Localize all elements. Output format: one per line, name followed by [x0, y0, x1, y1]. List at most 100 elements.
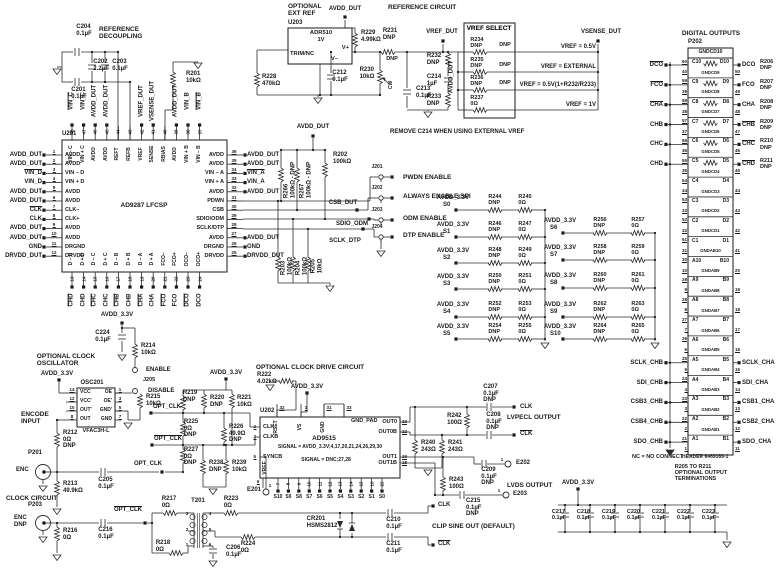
winding [189, 522, 196, 528]
net-pad [174, 123, 178, 127]
net-pad [150, 443, 154, 447]
header-cell: B3 [722, 396, 729, 403]
junction-dot [713, 530, 717, 534]
net-pad [737, 63, 741, 67]
part-C203: C203 0.1µF [112, 59, 128, 72]
part-R259: R259 0Ω [631, 244, 645, 257]
title-label: REFERENCE DECOUPLING [99, 26, 143, 41]
pin-number: 33 [231, 176, 237, 183]
part-C218: C218 0.1µF [576, 509, 592, 522]
diode [349, 524, 355, 531]
net-pad [664, 381, 668, 385]
part-C212: C212 0.1µF [332, 70, 348, 83]
part-R215: R215 10kΩ [146, 394, 161, 407]
header-cell: C3 [692, 197, 699, 204]
pin-name: VIN + D [65, 179, 85, 186]
net-pad [42, 227, 46, 231]
net-pad [664, 103, 668, 107]
pin-number: 39 [173, 129, 179, 135]
junction-dot [456, 70, 460, 74]
part-R241: R241 243Ω [448, 440, 463, 453]
pin-name: OUT [80, 416, 91, 422]
net-label: AVDD_DUT [448, 60, 455, 94]
part-R264: R264 DNP [593, 323, 607, 336]
part-C211: C211 0.1µF [386, 541, 402, 554]
refdes-p202: P202 [688, 39, 703, 45]
resistor-symbol [472, 106, 488, 114]
resistor-symbol [253, 72, 261, 88]
junction-dot [222, 411, 226, 415]
pin-name: OE' [103, 398, 112, 404]
net-label: CHC [103, 293, 110, 307]
junction-dot [465, 433, 469, 437]
strap-label: S2 [358, 494, 365, 500]
title-label: R205 TO R211 OPTIONAL OUTPUT TERMINATION… [674, 464, 728, 483]
resistor-symbol [487, 335, 503, 343]
resistor-symbol [223, 509, 239, 517]
strap-label: S2 [443, 255, 451, 261]
pin-number: 3 [52, 166, 56, 173]
net-pad [143, 521, 147, 525]
pin-name: D + B [126, 252, 133, 266]
pin-number: 6 [52, 194, 56, 201]
junction-dot [638, 503, 642, 507]
pin-number: 22 [402, 429, 408, 436]
net-label: AVDD_DUT [296, 124, 330, 130]
net-pad [512, 405, 516, 409]
title-label: DIGITAL OUTPUTS [681, 30, 741, 37]
pin-number: 7 [118, 413, 122, 420]
net-pad [151, 285, 155, 289]
net-label: 1 [500, 457, 504, 462]
pin-name: AVDD [208, 151, 224, 158]
part-R222: R222 4.02kΩ [257, 372, 277, 385]
pin-name: GND' [99, 407, 112, 413]
part-R263: R263 0Ω [631, 301, 645, 314]
junction-dot [120, 326, 124, 330]
header-cell: A1 [692, 436, 699, 443]
header-gnd-label: GNDAB5 [701, 347, 720, 353]
junction-dot [350, 535, 354, 539]
pin-name: AVDD [208, 234, 224, 241]
terminal-circle [378, 195, 384, 201]
ground-symbol [38, 536, 48, 544]
net-label: AVDD_3.3V [543, 302, 577, 308]
junction-dot [563, 503, 567, 507]
pin-number: 4 [208, 511, 212, 516]
part-R220: R220 DNP [210, 395, 225, 408]
title-label: HEADER 6469169-1 [682, 454, 729, 460]
junction-dot [295, 148, 299, 152]
net-pad [390, 218, 394, 222]
part-R231: R231 DNP [382, 28, 398, 41]
pin-number: 14 [348, 481, 354, 487]
net-pad [367, 217, 371, 221]
title-label: REMOVE C214 WHEN USING EXTERNAL VREF [390, 129, 525, 135]
title-label: LVDS OUTPUT [507, 482, 553, 489]
net-pad [186, 123, 190, 127]
net-label: VIN_D [24, 179, 42, 186]
pin-number: 41 [150, 129, 156, 135]
resistor-symbol [517, 335, 533, 343]
net-label: AVDD_DUT [9, 151, 42, 158]
pin-name: OUT0B [378, 429, 397, 435]
pin-number: 48 [735, 108, 741, 115]
pin-number: 11 [51, 240, 57, 247]
net-pad [42, 162, 46, 166]
pin-number: 33 [346, 405, 352, 412]
ground-symbol [193, 62, 203, 70]
resistor-symbol [703, 159, 718, 167]
pin-number: 12 [327, 481, 333, 487]
pin-number: 56 [681, 137, 687, 144]
pin-number: 22 [173, 276, 179, 282]
header-cell: B9 [722, 277, 729, 284]
pin-number: 16 [369, 481, 375, 487]
part-R243: R243 100Ω [449, 477, 464, 490]
part-C221: C221 0.1µF [651, 509, 667, 522]
pin-number: 43 [127, 129, 133, 135]
strap-label: S7 [306, 494, 313, 500]
net-pad [174, 285, 178, 289]
net-pad [664, 162, 668, 166]
net-label: CSB2_CHA [742, 419, 775, 426]
pin-number: 11 [317, 481, 323, 487]
title-label: PWDN ENABLE [403, 174, 452, 181]
pin-number: 27 [681, 316, 687, 323]
